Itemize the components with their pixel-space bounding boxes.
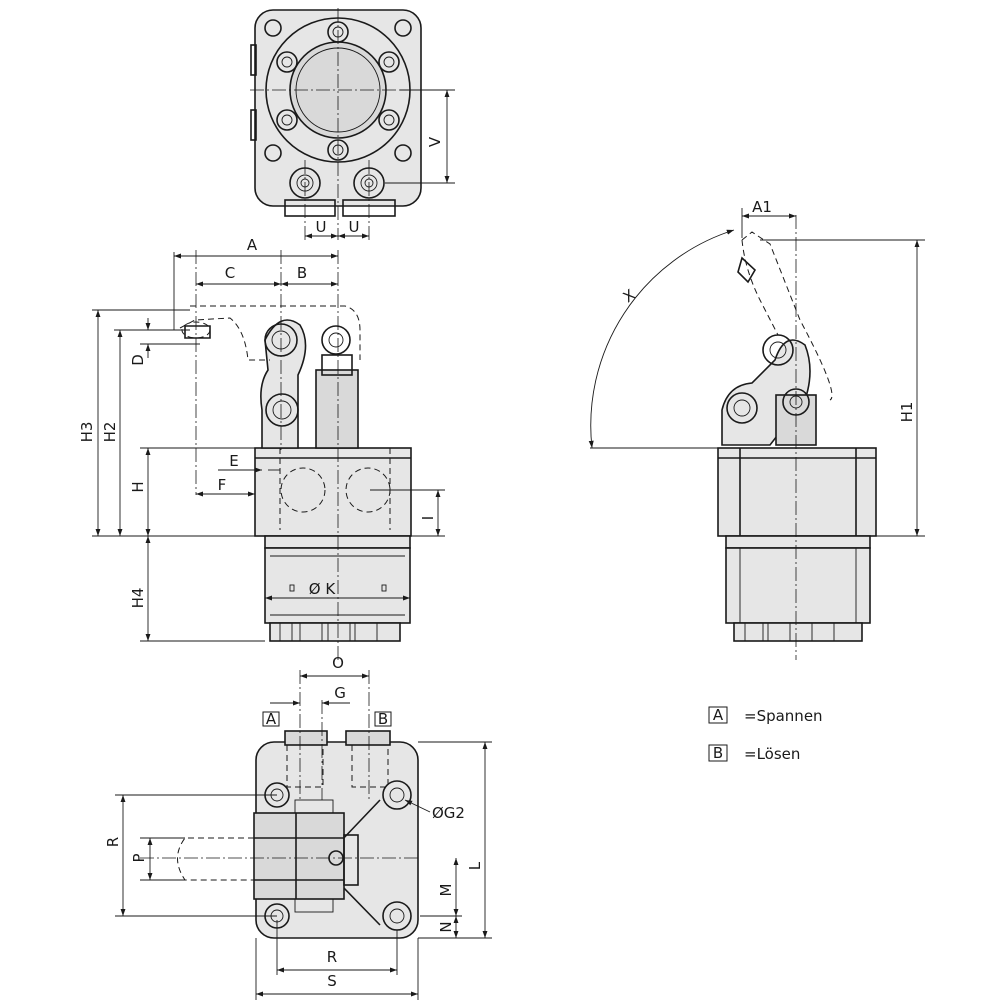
dim-r-vertical: R [104,837,122,847]
dim-u-left: U [316,218,327,236]
legend-key-b-box [708,744,728,762]
port-a-label: A [266,710,277,728]
dim-s: S [327,972,337,990]
dim-a: A [247,236,258,254]
front-view: A C B H3 H2 D H H4 E F I Ø K [78,236,445,660]
dim-h4: H4 [129,588,147,609]
dim-u-right: U [349,218,360,236]
legend-text-a: =Spannen [744,707,823,725]
dim-x: X [620,286,639,307]
legend-key-a-box [708,706,728,724]
legend-text-b: =Lösen [744,745,800,763]
dim-p: P [130,853,148,862]
dim-b: B [297,264,307,282]
side-view: A1 X H1 [588,198,925,660]
dim-v: V [426,136,444,147]
dim-g2: ØG2 [432,804,465,822]
dim-l: L [466,861,484,870]
legend-key-b: B [713,744,723,762]
dim-d: D [129,354,147,366]
dim-k: Ø K [309,580,337,598]
dim-h1: H1 [898,402,916,423]
dim-r-horizontal: R [327,948,337,966]
dim-g: G [334,684,346,702]
legend: A =Spannen B =Lösen [708,706,823,763]
dim-f: F [218,476,227,494]
top-view: V U U [250,8,455,240]
port-b-label: B [378,710,388,728]
bottom-view: O G A B ØG2 R P L M N [104,654,492,1000]
dim-a1: A1 [752,198,772,216]
dim-o: O [332,654,344,672]
dim-h3: H3 [78,422,96,443]
dim-h2: H2 [101,422,119,443]
legend-key-a: A [713,706,724,724]
dim-n: N [437,921,455,932]
dim-e: E [229,452,238,470]
dim-h: H [129,481,147,492]
dim-m: M [437,884,455,897]
dim-c: C [225,264,235,282]
dim-i: I [419,516,437,520]
